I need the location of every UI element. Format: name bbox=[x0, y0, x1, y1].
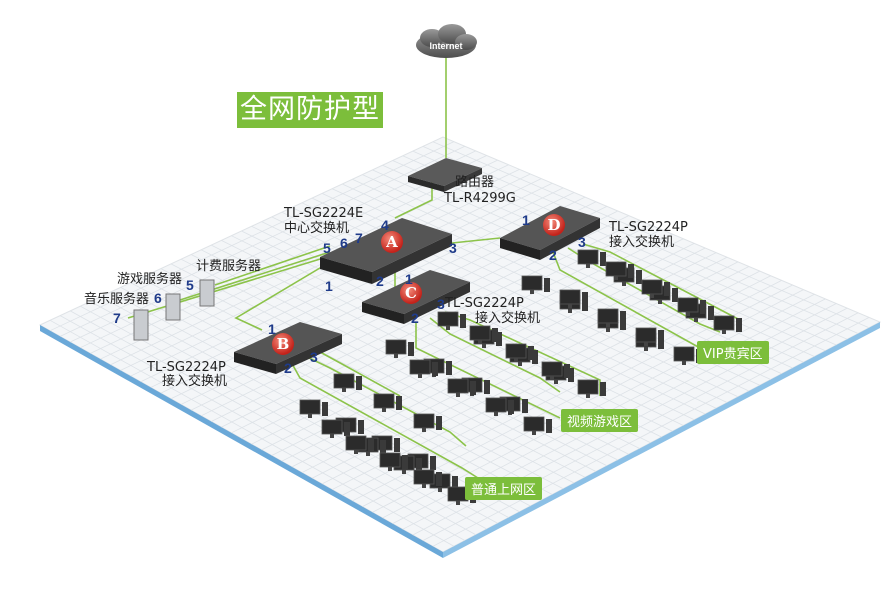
port-s7: 7 bbox=[113, 310, 121, 326]
port-a6: 6 bbox=[340, 235, 348, 251]
router-model: TL-R4299G bbox=[444, 191, 516, 206]
pc-icon bbox=[505, 343, 534, 362]
port-a4: 4 bbox=[381, 217, 389, 233]
switch-c-model: TL-SG2224P bbox=[445, 296, 524, 311]
pc-icon bbox=[409, 359, 438, 378]
port-a5: 5 bbox=[323, 240, 331, 256]
grid-line bbox=[402, 155, 837, 346]
grid-line bbox=[432, 317, 870, 547]
pc-icon bbox=[345, 435, 374, 454]
grid-line bbox=[432, 141, 870, 329]
switch-a-role: 中心交换机 bbox=[284, 221, 350, 236]
port-s5: 5 bbox=[186, 277, 194, 293]
switch-d-model: TL-SG2224P bbox=[609, 220, 688, 235]
zone-vip: VIP贵宾区 bbox=[697, 341, 769, 364]
pc-icon bbox=[641, 279, 670, 298]
grid-line bbox=[422, 146, 859, 334]
pc-icon bbox=[413, 469, 442, 488]
port-c1: 1 bbox=[405, 271, 413, 287]
pc-group bbox=[299, 249, 742, 505]
grid-line bbox=[382, 164, 815, 357]
pc-icon bbox=[605, 261, 634, 280]
router-device bbox=[408, 158, 482, 192]
internet-cloud: Internet bbox=[416, 24, 477, 58]
switch-a-model: TL-SG2224E bbox=[284, 206, 364, 221]
switch-c-role: 接入交换机 bbox=[475, 311, 541, 326]
billing-server-label: 计费服务器 bbox=[196, 259, 262, 274]
pc-icon bbox=[635, 327, 664, 346]
pc-icon bbox=[577, 249, 606, 268]
pc-icon bbox=[437, 311, 466, 330]
switch-b-role: 接入交换机 bbox=[162, 374, 228, 389]
switch-b-badge: B bbox=[272, 333, 294, 355]
pc-icon bbox=[299, 399, 328, 418]
switch-b-model: TL-SG2224P bbox=[147, 360, 226, 375]
pc-icon bbox=[413, 413, 442, 432]
switch-d-badge: D bbox=[543, 214, 565, 236]
router-name: 路由器 bbox=[455, 175, 495, 190]
grid-line bbox=[392, 160, 826, 352]
pc-icon bbox=[677, 297, 706, 316]
game-server-label: 游戏服务器 bbox=[117, 272, 183, 287]
pc-icon bbox=[379, 452, 408, 471]
port-b3: 3 bbox=[310, 349, 318, 365]
zone-video: 视频游戏区 bbox=[561, 409, 639, 432]
pc-icon bbox=[447, 378, 476, 397]
port-a2: 2 bbox=[376, 273, 384, 289]
pc-icon bbox=[333, 373, 362, 392]
port-c2: 2 bbox=[411, 310, 419, 326]
pc-icon bbox=[577, 379, 606, 398]
switch-c-badge: C bbox=[400, 282, 422, 304]
pc-icon bbox=[321, 419, 350, 438]
port-s6: 6 bbox=[154, 290, 162, 306]
grid-line bbox=[422, 312, 859, 542]
pc-icon bbox=[469, 325, 498, 344]
port-a1: 1 bbox=[325, 278, 333, 294]
server-towers bbox=[133, 279, 215, 341]
pc-icon bbox=[373, 393, 402, 412]
floor-plane bbox=[38, 136, 882, 558]
internet-label: Internet bbox=[429, 41, 462, 51]
pc-icon bbox=[523, 416, 552, 435]
switch-a-badge: A bbox=[381, 231, 403, 253]
grid-line bbox=[362, 174, 793, 369]
port-d3: 3 bbox=[578, 234, 586, 250]
pc-icon bbox=[597, 308, 626, 327]
port-b1: 1 bbox=[268, 321, 276, 337]
port-c3: 3 bbox=[437, 296, 445, 312]
pc-icon bbox=[385, 339, 414, 358]
pc-icon bbox=[559, 289, 588, 308]
pc-icon bbox=[541, 361, 570, 380]
grid-line bbox=[412, 150, 848, 340]
pc-icon bbox=[713, 315, 742, 334]
port-a7: 7 bbox=[355, 230, 363, 246]
port-a3: 3 bbox=[449, 240, 457, 256]
switch-d-role: 接入交换机 bbox=[609, 235, 675, 250]
port-b2: 2 bbox=[284, 360, 292, 376]
page-title: 全网防护型 bbox=[237, 92, 383, 128]
port-d2: 2 bbox=[549, 247, 557, 263]
pc-icon bbox=[521, 275, 550, 294]
pc-icon bbox=[485, 397, 514, 416]
zone-normal: 普通上网区 bbox=[465, 477, 543, 500]
port-d1: 1 bbox=[522, 212, 530, 228]
music-server-label: 音乐服务器 bbox=[84, 292, 150, 307]
